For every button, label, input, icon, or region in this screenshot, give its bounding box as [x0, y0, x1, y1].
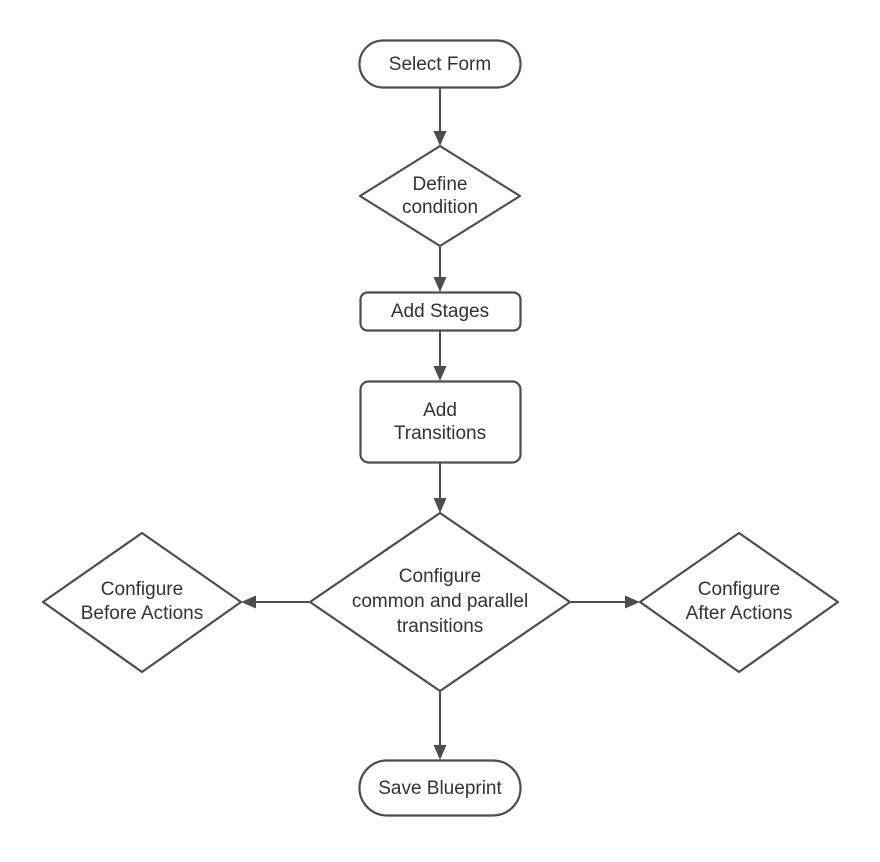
edge-configure-common-parallel-transitions-to-save-blueprint: [433, 691, 447, 760]
node-define-condition[interactable]: Define condition: [358, 144, 522, 248]
node-shape-diamond[interactable]: [638, 531, 840, 674]
arrowhead-right-icon: [625, 595, 640, 609]
node-shape-rounded-rect[interactable]: [359, 380, 522, 464]
arrowhead-down-icon: [433, 366, 447, 381]
node-save-blueprint[interactable]: Save Blueprint: [358, 759, 522, 817]
node-label-configure-before-actions-line2: Before Actions: [81, 603, 204, 624]
node-label-configure-common-line3: transitions: [397, 616, 484, 637]
node-label-save-blueprint: Save Blueprint: [378, 778, 502, 799]
node-label-configure-before-actions-line1: Configure: [101, 579, 183, 600]
node-label-add-transitions-line2: Transitions: [394, 423, 486, 444]
edge-add-stages-to-add-transitions: [433, 331, 447, 381]
node-label-select-form: Select Form: [389, 54, 491, 75]
node-label-add-stages: Add Stages: [391, 301, 489, 322]
node-label-add-transitions-line1: Add: [423, 400, 457, 421]
node-label-configure-after-actions-line2: After Actions: [686, 603, 793, 624]
node-label-configure-common-line1: Configure: [399, 566, 481, 587]
node-configure-common-parallel-transitions[interactable]: Configure common and parallel transition…: [308, 511, 572, 693]
node-label-define-condition-line1: Define: [413, 174, 468, 195]
arrowhead-down-icon: [433, 498, 447, 513]
node-shape-rounded-rect[interactable]: [359, 291, 522, 332]
node-shape-diamond[interactable]: [358, 144, 522, 248]
node-shape-stadium[interactable]: [358, 759, 522, 817]
arrowhead-down-icon: [433, 277, 447, 292]
arrowhead-down-icon: [433, 745, 447, 760]
edge-select-form-to-define-condition: [433, 88, 447, 146]
edge-add-transitions-to-configure-common-parallel-transitions: [433, 463, 447, 513]
node-label-configure-common-line2: common and parallel: [352, 591, 528, 612]
node-label-define-condition-line2: condition: [402, 197, 478, 218]
edge-configure-common-parallel-transitions-to-configure-after-actions: [571, 595, 640, 609]
node-layer: Select Form Define condition Add Stages …: [41, 39, 840, 817]
node-label-configure-after-actions-line1: Configure: [698, 579, 780, 600]
node-shape-diamond[interactable]: [41, 531, 243, 674]
edge-layer: [241, 88, 640, 760]
arrowhead-down-icon: [433, 131, 447, 146]
node-shape-stadium[interactable]: [358, 39, 522, 89]
node-shape-diamond[interactable]: [308, 511, 572, 693]
node-configure-after-actions[interactable]: Configure After Actions: [638, 531, 840, 674]
edge-define-condition-to-add-stages: [433, 247, 447, 292]
node-add-stages[interactable]: Add Stages: [359, 291, 522, 332]
edge-configure-common-parallel-transitions-to-configure-before-actions: [241, 595, 309, 609]
node-configure-before-actions[interactable]: Configure Before Actions: [41, 531, 243, 674]
arrowhead-left-icon: [241, 595, 256, 609]
node-add-transitions[interactable]: Add Transitions: [359, 380, 522, 464]
node-select-form[interactable]: Select Form: [358, 39, 522, 89]
